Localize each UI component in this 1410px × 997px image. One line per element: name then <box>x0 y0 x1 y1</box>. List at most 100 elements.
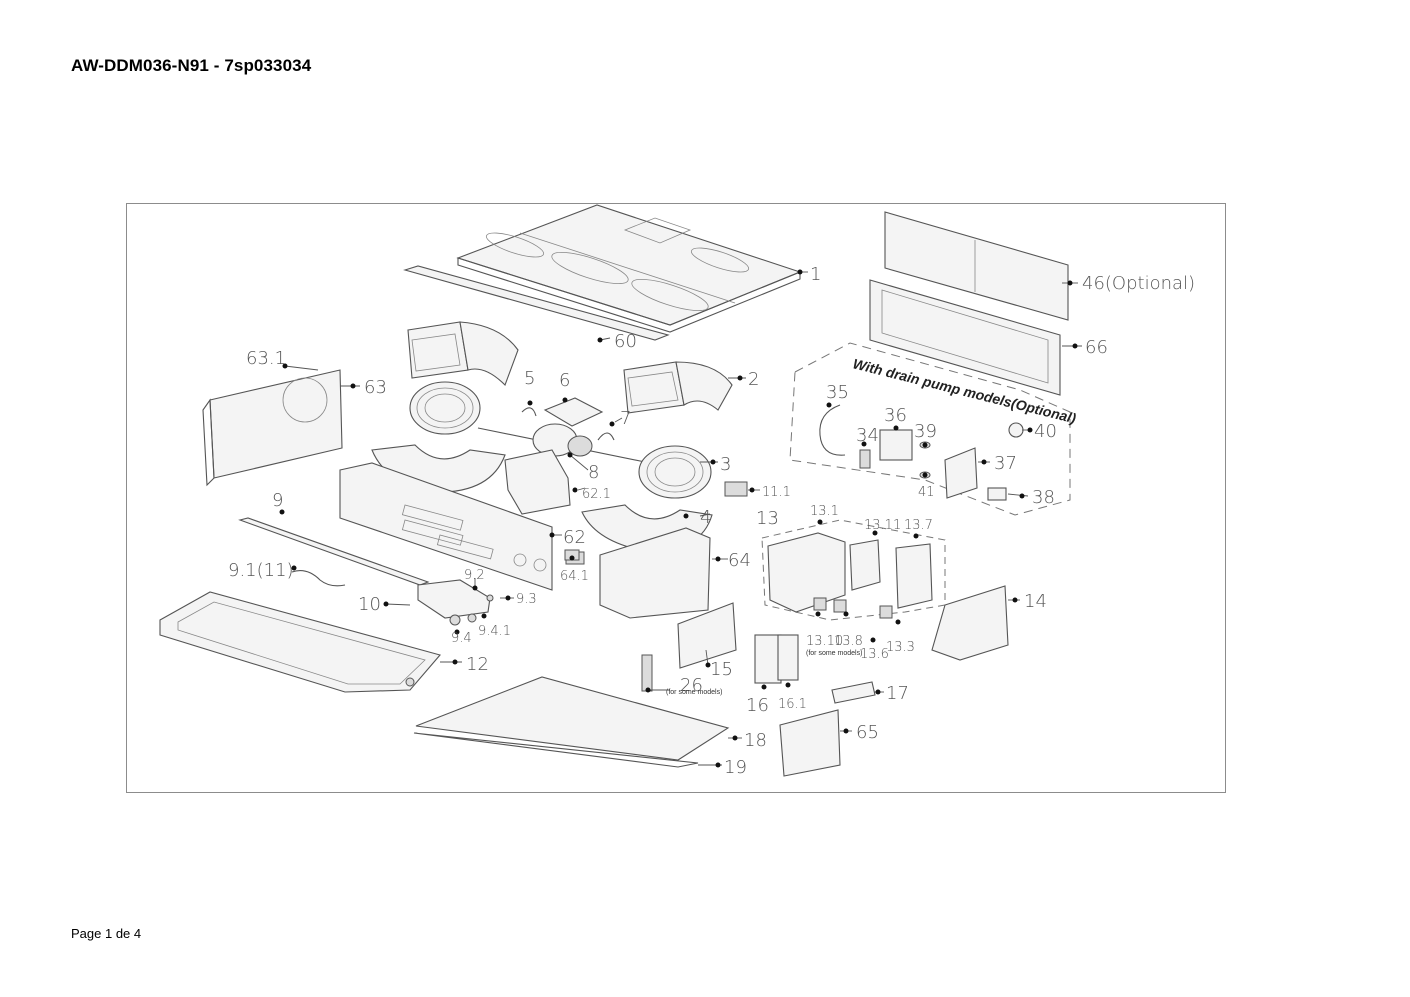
part-box-65 <box>779 709 841 777</box>
part-control-box <box>767 532 846 613</box>
part-13-3 <box>879 605 893 619</box>
note-for-some-models-26: (for some models) <box>666 689 722 696</box>
leader-lines <box>279 269 1082 768</box>
label-41: 41 <box>918 485 935 500</box>
label-12: 12 <box>466 654 489 675</box>
page-number: Page 1 de 4 <box>71 926 142 941</box>
part-motor <box>532 423 593 457</box>
part-13-10 <box>813 597 827 611</box>
label-16-1: 16.1 <box>778 697 807 712</box>
label-2: 2 <box>748 369 759 390</box>
part-cap-40 <box>1008 422 1024 438</box>
label-13: 13 <box>756 508 779 529</box>
part-filter-frame-66 <box>869 279 1061 396</box>
label-13-1: 13.1 <box>810 504 839 519</box>
label-64-1: 64.1 <box>560 569 589 584</box>
label-4: 4 <box>700 507 711 528</box>
note-for-some-models-13: (for some models) <box>806 650 862 657</box>
label-35: 35 <box>826 382 849 403</box>
part-bracket-37 <box>944 447 978 499</box>
part-blower-wheel-left <box>409 381 481 435</box>
label-3: 3 <box>720 454 731 475</box>
label-6: 6 <box>559 370 570 391</box>
part-transformer-13-7 <box>895 543 933 609</box>
part-pump-36 <box>879 429 913 461</box>
part-clip-5 <box>521 407 537 417</box>
part-drain-pan <box>159 591 441 693</box>
part-housing-64 <box>599 527 711 619</box>
label-60: 60 <box>614 331 637 352</box>
label-66: 66 <box>1085 337 1108 358</box>
label-9-3: 9.3 <box>516 592 537 607</box>
part-26 <box>641 654 653 692</box>
part-connector-38 <box>987 487 1007 501</box>
part-blower-wheel-right <box>638 445 712 499</box>
part-valve-assembly <box>417 579 494 626</box>
exploded-view-frame <box>126 203 1226 793</box>
label-13-11: 13.11 <box>864 518 901 533</box>
part-pcb-13-11 <box>849 539 881 591</box>
label-1: 1 <box>810 264 821 285</box>
part-clip-7 <box>597 432 615 441</box>
label-8: 8 <box>588 462 599 483</box>
part-display-16-1 <box>777 634 799 681</box>
label-13-7: 13.7 <box>904 518 933 533</box>
label-26: 26 <box>680 675 703 696</box>
label-19: 19 <box>724 757 747 778</box>
control-box-group-outline <box>761 519 946 621</box>
label-10: 10 <box>358 594 381 615</box>
part-side-plate <box>202 369 343 487</box>
label-63-1: 63.1 <box>246 348 286 369</box>
part-bar-9 <box>238 517 430 586</box>
label-13-8: 13.8 <box>834 634 863 649</box>
label-62: 62 <box>563 527 586 548</box>
part-17 <box>831 681 876 704</box>
part-13-8 <box>833 599 847 613</box>
label-17: 17 <box>886 683 909 704</box>
label-65: 65 <box>856 722 879 743</box>
part-filter-46 <box>884 211 1069 321</box>
drain-pump-group-outline <box>789 342 1071 516</box>
part-top-cover <box>456 204 802 333</box>
label-16: 16 <box>746 695 769 716</box>
part-hose-35 <box>819 404 846 456</box>
label-37: 37 <box>994 453 1017 474</box>
label-9-4-1: 9.4.1 <box>478 624 511 639</box>
part-sensor-9-1 <box>291 570 346 587</box>
part-cover-14 <box>931 585 1009 661</box>
label-13-6: 13.6 <box>860 647 889 662</box>
label-9-1: 9.1(11) <box>228 560 294 581</box>
label-15: 15 <box>710 659 733 680</box>
label-14: 14 <box>1024 591 1047 612</box>
label-7: 7 <box>620 408 631 429</box>
label-36: 36 <box>884 405 907 426</box>
part-fan-housing-right <box>623 361 733 414</box>
label-34: 34 <box>856 425 879 446</box>
part-base-panel-19 <box>413 732 699 768</box>
part-fan-housing-left <box>407 321 519 386</box>
part-bracket-11-1 <box>724 481 748 497</box>
label-18: 18 <box>744 730 767 751</box>
label-63: 63 <box>364 377 387 398</box>
part-base-panel-18 <box>415 676 730 761</box>
part-motor-bracket-top <box>543 397 604 427</box>
label-40: 40 <box>1034 421 1057 442</box>
label-13-10: 13.10 <box>806 634 843 649</box>
label-64: 64 <box>728 550 751 571</box>
label-9-2: 9.2 <box>464 568 485 583</box>
label-38: 38 <box>1032 487 1055 508</box>
label-46: 46(Optional) <box>1082 273 1195 294</box>
document-title: AW-DDM036-N91 - 7sp033034 <box>71 56 312 75</box>
label-62-1: 62.1 <box>582 487 611 502</box>
label-11-1: 11.1 <box>762 485 791 500</box>
label-5: 5 <box>524 368 535 389</box>
label-39: 39 <box>914 421 937 442</box>
part-front-panel <box>339 462 553 591</box>
label-9-4: 9.4 <box>451 631 472 646</box>
part-motor-bracket <box>504 449 571 515</box>
label-13-3: 13.3 <box>886 640 915 655</box>
part-display-16 <box>754 634 782 684</box>
label-9: 9 <box>272 490 283 511</box>
part-panel-15 <box>677 602 737 669</box>
